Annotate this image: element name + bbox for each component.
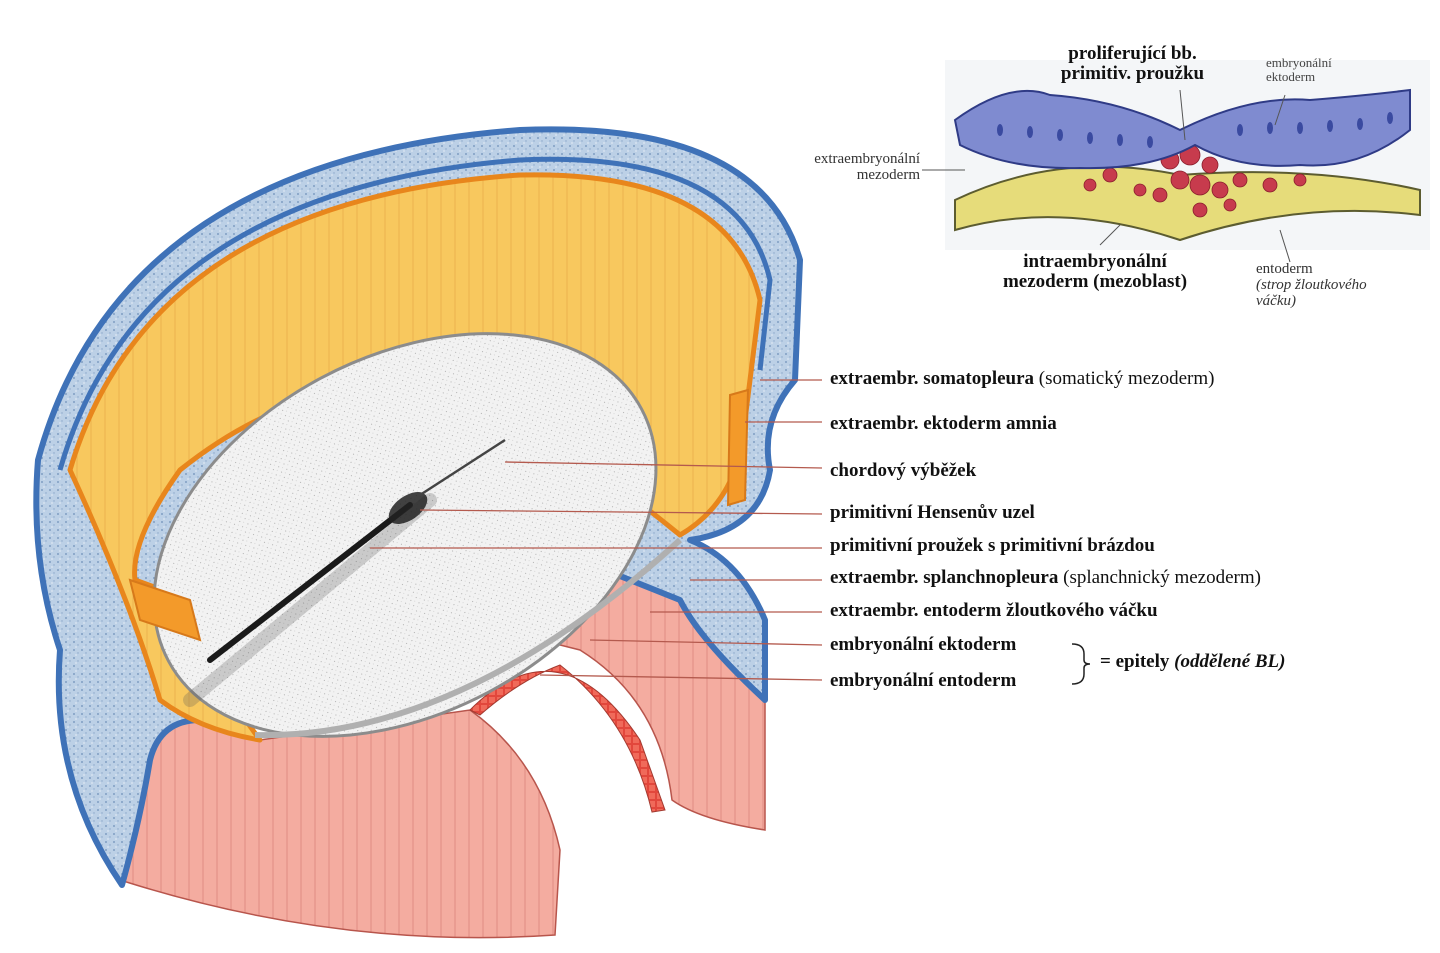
label-bold: embryonální entoderm	[830, 670, 1017, 691]
label-extraembryonic-somatopleura: extraembr. somatopleura (somatický mezod…	[830, 369, 1214, 389]
label-embryonic-ectoderm: embryonální ektoderm	[830, 635, 1016, 655]
label-hensen-node: primitivní Hensenův uzel	[830, 503, 1035, 523]
inset-ectoderm-layer	[953, 88, 1411, 170]
label-notochordal-process: chordový výběžek	[830, 461, 976, 481]
epithelia-note-italic: (oddělené BL)	[1174, 651, 1286, 672]
amnion-cut-edge-right	[726, 388, 750, 507]
inset-entoderm-title: entoderm	[1256, 261, 1313, 277]
label-extraembryonic-splanchnopleura: extraembr. splanchnopleura (splanchnický…	[830, 568, 1261, 588]
inset-entoderm-label: entoderm (strop žloutkového váčku)	[1256, 261, 1367, 309]
inset-extraembryonic-mesoderm-label: extraembryonální mezoderm	[760, 151, 920, 184]
inset-ectoderm-nuclei	[997, 112, 1393, 148]
inset-intraembryonic-mesoderm-label: intraembryonální mezoderm (mezoblast)	[975, 252, 1215, 292]
epithelia-bracket	[1071, 643, 1091, 685]
inset-extraembryonic-mesoderm-line1: extraembryonální	[814, 151, 920, 167]
label-bold: primitivní Hensenův uzel	[830, 502, 1035, 523]
amnion-blue-rim	[57, 156, 773, 471]
inset-entoderm-note-line2: váčku)	[1256, 292, 1296, 309]
inset-embryonic-ectoderm-line2: ektoderm	[1266, 68, 1316, 84]
label-normal: (somatický mezoderm)	[1034, 368, 1215, 389]
leader-lines	[370, 379, 823, 681]
inset-extraembryonic-mesoderm-line2: mezoderm	[856, 166, 920, 183]
embryonic-disc	[152, 332, 658, 738]
amnion-cut-edge	[128, 578, 202, 642]
inset-proliferating-label: proliferující bb. primitiv. proužku	[1040, 44, 1225, 84]
epithelia-note-prefix: = epitely	[1100, 651, 1175, 672]
inset-cross-section	[922, 60, 1430, 263]
epithelia-note: = epitely (oddělené BL)	[1100, 652, 1285, 672]
inset-intraembryonic-line1: intraembryonální	[1023, 251, 1167, 272]
hensen-node	[388, 492, 428, 524]
inset-embryonic-ectoderm-line1: embryonální	[1266, 55, 1332, 70]
label-extraembryonic-amnion-ectoderm: extraembr. ektoderm amnia	[830, 414, 1057, 434]
label-bold: extraembr. splanchnopleura	[830, 567, 1059, 588]
inset-proliferating-title: proliferující bb.	[1068, 43, 1197, 64]
disc-edge	[254, 537, 683, 739]
inset-embryonic-ectoderm-label: embryonální ektoderm	[1266, 56, 1332, 83]
label-extraembryonic-yolk-entoderm: extraembr. entoderm žloutkového váčku	[830, 601, 1158, 621]
primitive-streak	[207, 502, 413, 663]
label-bold: extraembr. somatopleura	[830, 368, 1035, 389]
yolk-sac-dome	[119, 709, 561, 939]
label-bold: primitivní proužek s primitivní brázdou	[830, 535, 1155, 556]
label-bold: chordový výběžek	[830, 460, 977, 481]
label-primitive-streak: primitivní proužek s primitivní brázdou	[830, 536, 1155, 556]
label-bold: embryonální ektoderm	[830, 634, 1017, 655]
entoderm-cell-strip	[469, 664, 666, 813]
inset-entoderm-note-line1: (strop žloutkového	[1256, 276, 1367, 293]
inset-intraembryonic-line2: mezoderm (mezoblast)	[1002, 270, 1188, 292]
inset-proliferating-subtitle: primitiv. proužku	[1060, 62, 1205, 84]
label-normal: (splanchnický mezoderm)	[1058, 567, 1261, 588]
primitive-streak-shadow	[183, 493, 437, 707]
label-bold: extraembr. ektoderm amnia	[830, 413, 1057, 434]
label-bold: extraembr. entoderm žloutkového váčku	[830, 600, 1158, 621]
notochordal-process	[419, 438, 506, 497]
label-embryonic-entoderm: embryonální entoderm	[830, 671, 1016, 691]
